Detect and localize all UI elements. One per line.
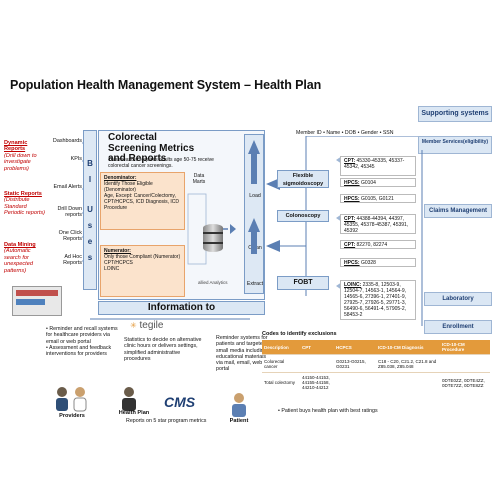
colorectal-subtitle: This measure requires adults age 50-75 r…	[108, 157, 214, 169]
providers-icon	[56, 387, 87, 412]
bi-letter-i: I	[88, 175, 92, 184]
bi-letter-e: e	[87, 237, 93, 246]
mid-item-dashboards: Dashboards	[52, 138, 82, 144]
database-icon	[203, 224, 223, 252]
code-box-col-cpt: CPT: 44388-44394, 44397, 45355, 45378-45…	[340, 214, 416, 234]
health-plan-icon	[122, 387, 136, 411]
cms-text: Reports on 5 star program metrics	[126, 418, 207, 424]
patient-label: Patient	[229, 418, 249, 424]
bi-letter-b: B	[87, 159, 93, 168]
side-connector	[421, 150, 423, 326]
enrollment-box: Enrollment	[424, 320, 492, 334]
code-box-sig-hpcs2: HPCS: G0105, G0121	[340, 194, 416, 203]
excl-cell	[376, 372, 440, 392]
mid-item-one-click: One Click Reports	[58, 230, 82, 243]
denominator-box: Denominator: Identify Those Eligible (De…	[100, 172, 185, 230]
code-box-sig-hpcs1: HPCS: G0104	[340, 178, 416, 187]
exclusions-header-row: Description CPT HCPCS ICD-10-CM Diagnosi…	[262, 340, 490, 355]
laboratory-box: Laboratory	[424, 292, 492, 306]
excl-header-cell: ICD-10-CM Procedure	[440, 340, 490, 355]
excl-cell: Total colectomy	[262, 372, 300, 392]
bi-uses-bar: B I U s e s	[83, 130, 97, 290]
excl-header-cell: ICD-10-CM Diagnosis	[376, 340, 440, 355]
allied-analytics-logo: allied Analytics	[198, 280, 228, 285]
excl-cell: Colorectal cancer	[262, 354, 300, 373]
patient-bullet: • Patient buys health plan with best rat…	[278, 408, 378, 414]
supporting-systems-header: Supporting systems	[418, 106, 492, 122]
excl-cell: 44150-44153, 44155-44158, 44210-44212	[300, 372, 334, 392]
bi-letter-u: U	[87, 205, 93, 214]
mid-item-email-alerts: Email Alerts	[53, 184, 82, 190]
excl-cell	[300, 354, 334, 373]
claims-management-box: Claims Management	[424, 204, 492, 218]
info-connector	[90, 318, 250, 320]
data-mining-label: Data Mining(Automatic search for unexpec…	[4, 242, 36, 274]
etl-extract: Extract	[246, 281, 264, 287]
excl-header-cell: HCPCS	[334, 340, 376, 355]
code-box-sig-cpt: CPT: 45330-45335, 45337-45342, 45345	[340, 156, 416, 176]
numerator-box: Numerator: Only those Compliant (Numerat…	[100, 245, 185, 297]
table-row: Colorectal cancer G0213-G0215, G0231 C18…	[262, 354, 490, 373]
member-id-fields: Member ID • Name • DOB • Gender • SSN	[296, 130, 394, 136]
excl-header-cell: CPT	[300, 340, 334, 355]
tegile-mark: ✳	[130, 321, 137, 330]
static-reports-label: Static Reports(Distribute Standard Perio…	[4, 191, 46, 217]
providers-bullets: • Reminder and recall systems for health…	[46, 326, 118, 357]
cms-logo: CMS	[164, 394, 196, 410]
providers-bullet-1: • Reminder and recall systems for health…	[46, 326, 118, 345]
mid-item-drill-down: Drill Down reports	[57, 206, 82, 219]
excl-cell: G0213-G0215, G0231	[334, 354, 376, 373]
mid-item-ad-hoc: Ad Hoc Reports	[63, 254, 82, 267]
procedure-colonoscopy: Colonoscopy	[277, 210, 329, 222]
patient-icon	[232, 393, 246, 417]
excl-header-cell: Description	[262, 340, 300, 355]
dynamic-reports-label: Dynamic Reports(Drill down to investigat…	[4, 140, 37, 172]
health-plan-text: Statistics to decide on alternative clin…	[124, 337, 202, 362]
tegile-logo: ✳ tegile	[130, 320, 164, 331]
excl-cell: C18 - C20, C21.2, C21.8 and Z85.038, Z85…	[376, 354, 440, 373]
exclusions-table-wrap: Description CPT HCPCS ICD-10-CM Diagnosi…	[262, 340, 490, 392]
patient-text: Reminder systems for patients and target…	[216, 335, 268, 373]
code-box-col-cpt2: CPT: 82270, 82274	[340, 240, 416, 249]
bi-letter-s1: s	[87, 221, 93, 230]
database-band-2	[203, 242, 223, 244]
etl-load: Load	[249, 193, 261, 199]
procedure-fobt: FOBT	[277, 276, 329, 290]
data-marts-label: Data Marts	[192, 173, 206, 185]
exclusions-title: Codes to identify exclusions	[262, 331, 337, 337]
thumb-bar-1	[16, 290, 58, 296]
bi-letter-s2: s	[87, 253, 93, 262]
providers-bullet-2: • Assessment and feedback interventions …	[46, 344, 112, 358]
providers-label: Providers	[59, 413, 85, 419]
code-box-col-hpcs: HPCS: G0328	[340, 258, 416, 267]
excl-cell	[334, 372, 376, 392]
colorectal-title: Colorectal Screening Metrics and Reports	[108, 132, 195, 164]
information-to-bar: Information to	[98, 301, 265, 315]
database-band-1	[203, 232, 223, 234]
code-box-fobt-loinc: LOINC: 2335-8, 12503-9, 12504-7, 14563-1…	[340, 280, 416, 320]
page-title: Population Health Management System – He…	[10, 78, 322, 92]
exclusions-table: Description CPT HCPCS ICD-10-CM Diagnosi…	[262, 340, 490, 392]
etl-arrows	[248, 140, 260, 254]
etl-bar: Load Clean Extract	[244, 134, 264, 294]
excl-cell	[440, 354, 490, 373]
health-plan-label: Health Plan	[118, 410, 150, 416]
table-row: Total colectomy 44150-44153, 44155-44158…	[262, 372, 490, 392]
thumb-bar-2	[16, 299, 45, 305]
dashboard-thumbnail	[12, 286, 62, 316]
procedure-flexible-sigmoidoscopy: Flexible sigmoidoscopy	[277, 170, 329, 188]
excl-cell: 0DTE0ZZ, 0DTE4ZZ, 0DTE7ZZ, 0DTE8ZZ	[440, 372, 490, 392]
member-services-box: Member Services(eligibility)	[418, 136, 492, 154]
bi-connector-lines	[82, 142, 86, 262]
mid-item-kpis: KPIs	[70, 156, 82, 162]
